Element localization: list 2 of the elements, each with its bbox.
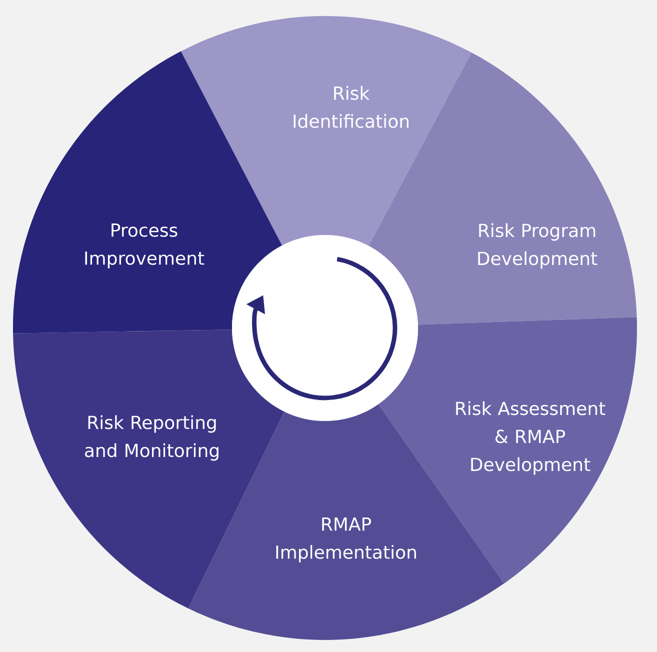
cycle-segment: Risk Identification <box>180 16 472 246</box>
cycle-segment: Process Improvement <box>13 51 282 334</box>
